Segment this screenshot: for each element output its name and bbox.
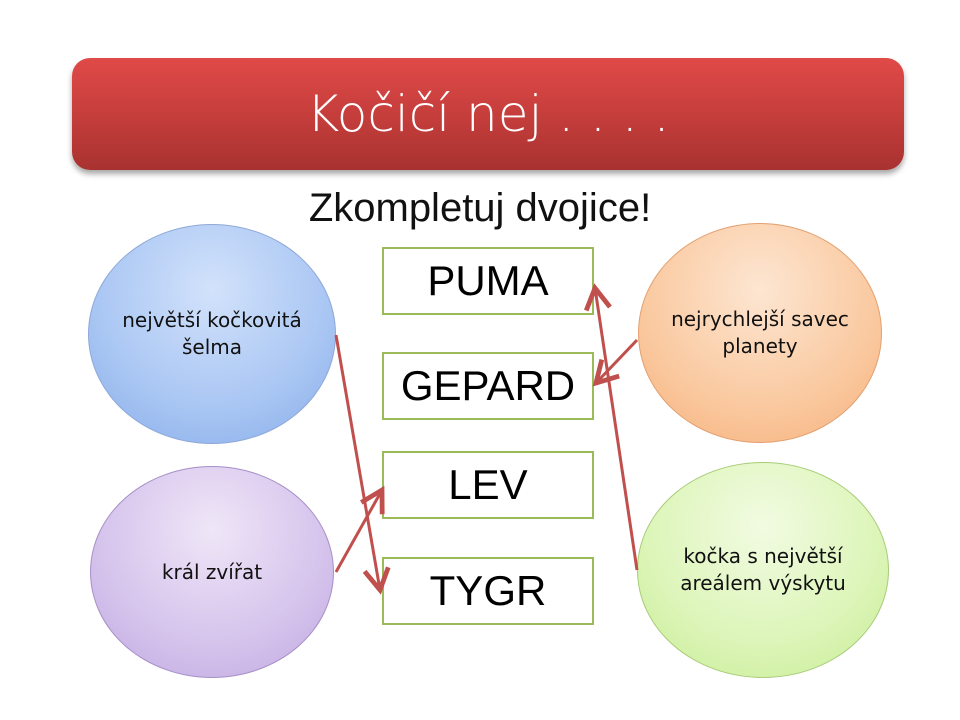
clue-range: kočka s největší areálem výskytu — [637, 462, 889, 678]
arrow-fastest-to-gepard — [592, 338, 639, 387]
answer-puma[interactable]: PUMA — [382, 247, 594, 315]
clue-text: kočka s největší areálem výskytu — [680, 544, 846, 595]
clue-king: král zvířat — [90, 466, 334, 678]
clue-text: nejrychlejší savec planety — [671, 307, 849, 358]
clue-text: král zvířat — [161, 559, 263, 584]
clue-fastest: nejrychlejší savec planety — [638, 223, 882, 443]
arrow-king-to-lev — [334, 485, 385, 573]
arrow-largest-to-tygr — [334, 334, 391, 595]
subtitle: Zkompletuj dvojice! — [308, 186, 652, 230]
answer-tygr[interactable]: TYGR — [382, 557, 594, 625]
arrow-range-to-puma — [583, 283, 639, 571]
clue-largest-cat: největší kočkovitá šelma — [88, 224, 336, 444]
slide-title: Kočičí nej . . . . — [72, 58, 904, 170]
clue-text: největší kočkovitá šelma — [122, 308, 302, 359]
answer-lev[interactable]: LEV — [382, 451, 594, 519]
answer-gepard[interactable]: GEPARD — [382, 352, 594, 420]
